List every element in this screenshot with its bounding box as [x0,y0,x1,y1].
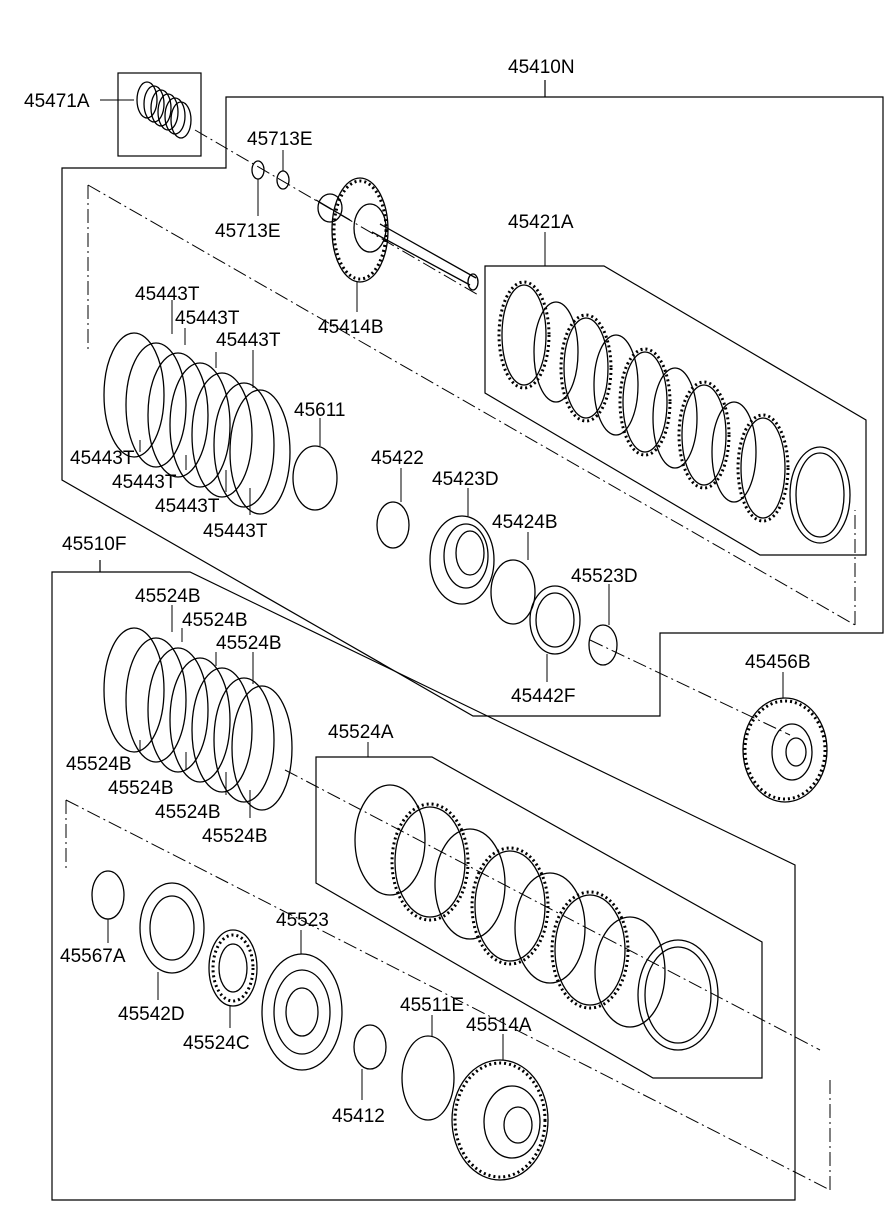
shaft-hub-45414B [315,177,479,291]
piston-45523 [261,953,343,1071]
label-45567A: 45567A [60,946,126,967]
label-45524B-2: 45524B [182,610,248,631]
label-45442F: 45442F [511,686,575,707]
label-45713E-bottom: 45713E [215,221,281,242]
ring-45422 [376,501,410,549]
label-45471A: 45471A [24,91,90,112]
label-45443T-3: 45443T [216,330,281,351]
label-45524B-5: 45524B [108,778,174,799]
ring-45511E [401,1035,455,1121]
label-45524B-7: 45524B [202,826,268,847]
label-45523D: 45523D [571,566,638,587]
label-45511E: 45511E [400,995,464,1016]
label-45421A: 45421A [508,212,574,233]
assembly-outline-45410N [61,80,884,717]
assembly-outline-45510F [51,560,796,1201]
clutch-plates-45421A [497,280,851,544]
label-45611: 45611 [294,400,345,421]
label-45514A: 45514A [466,1015,532,1036]
center-line-mid [589,639,791,736]
label-45423D: 45423D [432,469,499,490]
label-45524B-4: 45524B [66,754,132,775]
label-45524A: 45524A [328,722,394,743]
center-line-lower-box [284,769,821,1051]
ring-45611 [292,445,338,511]
label-45410N: 45410N [508,57,575,78]
retaining-rings-45443T [103,332,291,515]
piston-45542D [139,882,205,974]
label-45524B-6: 45524B [155,802,221,823]
label-45524B-3: 45524B [216,633,282,654]
label-45443T-4: 45443T [70,448,135,469]
leader-lines [100,99,784,1100]
retaining-rings-45524B [103,627,293,811]
ring-45567A [91,870,125,920]
label-45523: 45523 [276,910,329,931]
label-45422: 45422 [371,448,424,469]
ring-45523D [588,624,618,666]
group-box-45421A [484,265,867,556]
spring-45471A [136,81,192,139]
spring-plate-45424B [490,559,536,625]
clutch-plates-45524A [354,784,719,1051]
ring-45412 [353,1024,387,1070]
center-line-lower [65,799,831,1191]
snap-ring-45713E-a [251,160,265,180]
label-45443T-5: 45443T [112,472,177,493]
label-45456B: 45456B [745,652,811,673]
center-line-upper [87,184,856,626]
group-box-45524A [315,756,763,1079]
label-45424B: 45424B [492,512,558,533]
part-box-45471A [117,72,202,157]
label-45524B-1: 45524B [135,586,201,607]
seal-45442F [529,585,581,655]
label-45510F: 45510F [62,534,126,555]
piston-45423D [429,515,495,605]
spring-retainer-45524C [208,929,258,1007]
label-45524C: 45524C [183,1033,250,1054]
label-45412: 45412 [332,1106,385,1127]
hub-45456B [742,697,828,803]
label-45443T-6: 45443T [155,496,220,517]
snap-ring-45713E-b [276,170,290,190]
label-45443T-2: 45443T [175,308,240,329]
label-45443T-1: 45443T [135,284,200,305]
label-45443T-7: 45443T [203,521,268,542]
center-line-top [194,129,481,297]
hub-45514A [451,1059,549,1181]
label-45542D: 45542D [118,1004,185,1025]
label-45414B: 45414B [318,317,384,338]
label-45713E-top: 45713E [247,129,313,150]
